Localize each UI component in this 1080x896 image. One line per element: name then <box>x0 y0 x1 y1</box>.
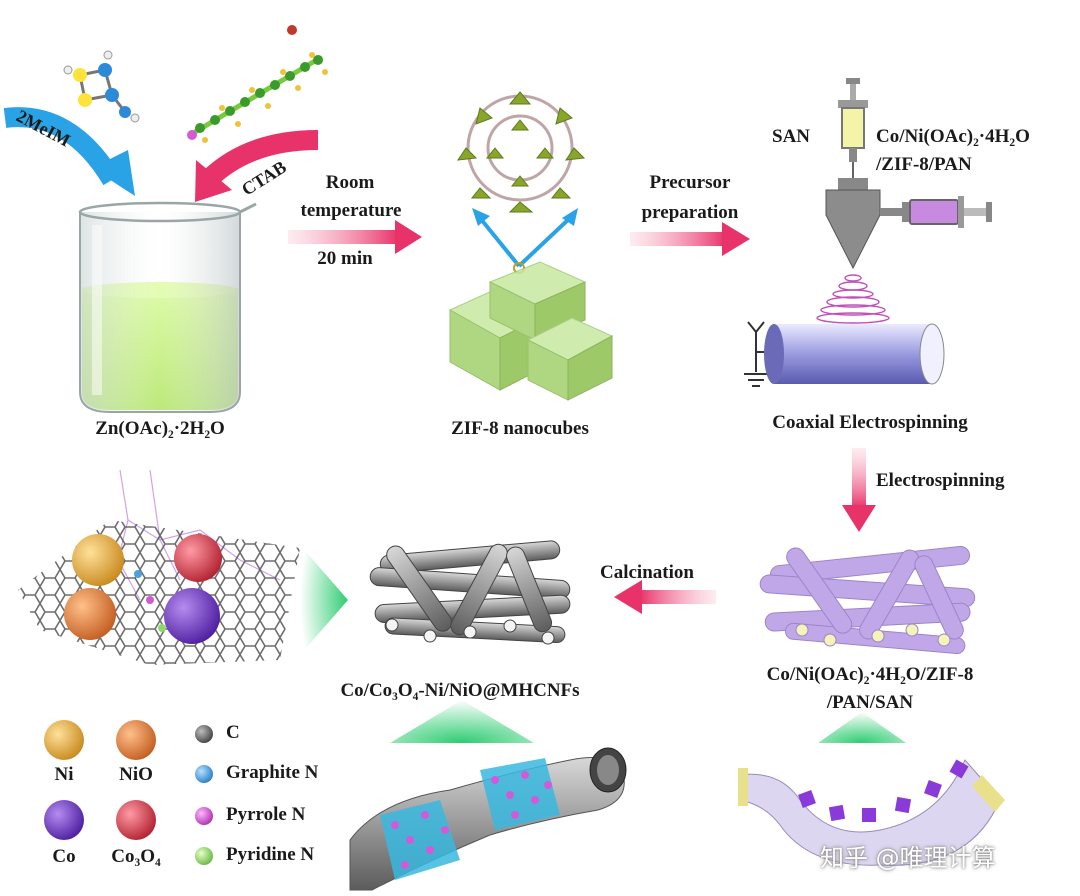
zoom-glow-product <box>390 700 534 743</box>
zif8-label: ZIF-8 nanocubes <box>451 418 589 439</box>
legend-co3o4-label: Co₃O₄ <box>111 846 161 867</box>
2meim-arrow <box>3 107 135 196</box>
precursor-fiber-label-2: /PAN/SAN <box>826 692 914 713</box>
collector-drum-icon <box>764 323 945 385</box>
zoom-arrows <box>472 208 578 274</box>
zoom-glow-left <box>300 545 348 655</box>
legend-ni-label: Ni <box>54 764 74 785</box>
core-shell-fiber-icon <box>738 759 1005 866</box>
legend-nio-ball <box>116 720 156 760</box>
legend-co-ball <box>44 800 84 840</box>
calcination-arrow <box>614 580 716 614</box>
graphene-sheet-icon <box>18 469 300 665</box>
syringe-vertical-icon <box>838 78 868 178</box>
carbon-fiber-mat-icon <box>369 540 571 645</box>
core-solution-label-2: /ZIF-8/PAN <box>876 154 972 175</box>
precursor-fiber-label-1: Co/Ni(OAc)₂·4H₂O/ZIF-8 <box>766 664 974 685</box>
2meim-molecule-icon <box>63 50 140 123</box>
temperature-label: temperature <box>300 200 402 221</box>
legend-ni-ball <box>44 720 84 760</box>
legend <box>44 720 213 865</box>
precursor-arrow <box>630 222 750 256</box>
precursor-label: Precursor <box>649 172 731 193</box>
electrospinning-label: Electrospinning <box>876 470 1005 491</box>
watermark: 知乎 @唯理计算 <box>820 844 996 872</box>
zoom-glow-fiber <box>818 712 906 743</box>
legend-c-atom <box>195 725 213 743</box>
hollow-fiber-icon <box>349 747 627 891</box>
legend-co3o4-ball <box>116 800 156 840</box>
spinneret-icon <box>825 178 902 270</box>
room-label: Room <box>325 172 375 193</box>
core-solution-label-1: Co/Ni(OAc)₂·4H₂O <box>876 126 1030 147</box>
ctab-molecule-icon <box>187 25 328 143</box>
beaker-icon <box>78 201 257 413</box>
preparation-label: preparation <box>641 202 739 223</box>
calcination-label: Calcination <box>600 562 694 583</box>
product-label: Co/Co₃O₄-Ni/NiO@MHCNFs <box>340 680 580 701</box>
ctab-arrow <box>195 130 319 202</box>
precursor-fiber-mat-icon <box>759 545 976 655</box>
duration-label: 20 min <box>317 248 373 269</box>
zif8-framework-icon <box>456 91 586 213</box>
spinning-jet-icon <box>816 274 890 324</box>
legend-graphite-n-label: Graphite N <box>226 762 319 783</box>
coaxial-label: Coaxial Electrospinning <box>772 412 968 433</box>
legend-graphite-n-atom <box>195 765 213 783</box>
syringe-horizontal-icon <box>902 196 992 228</box>
room-temperature-arrow <box>288 220 422 254</box>
legend-nio-label: NiO <box>119 764 153 785</box>
legend-pyridine-n-label: Pyridine N <box>226 844 315 865</box>
legend-co-label: Co <box>52 846 76 867</box>
san-label: SAN <box>772 126 811 147</box>
legend-pyrrole-n-label: Pyrrole N <box>226 804 306 825</box>
zif8-nanocubes-icon <box>448 261 614 401</box>
legend-c-label: C <box>226 722 240 743</box>
electrospinning-arrow <box>842 448 876 532</box>
legend-pyridine-n-atom <box>195 847 213 865</box>
legend-pyrrole-n-atom <box>195 807 213 825</box>
beaker-label: Zn(OAc)₂·2H₂O <box>95 418 225 439</box>
